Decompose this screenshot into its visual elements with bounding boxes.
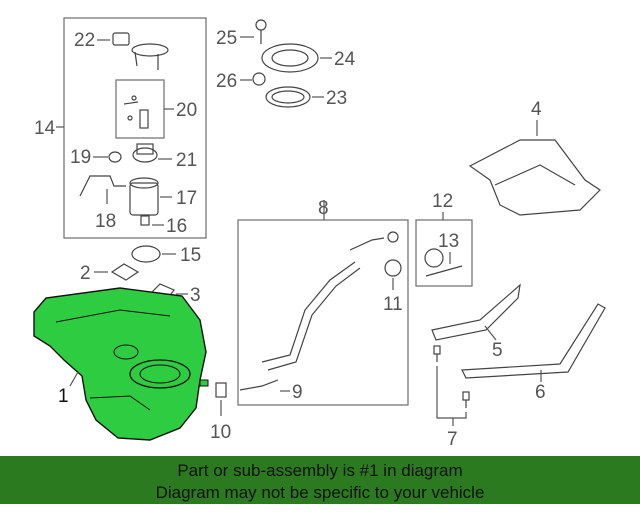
parts-diagram: 14 22 20 19 21 17 18 16 15 [33, 17, 606, 450]
callout-25[interactable]: 25 [216, 28, 237, 49]
part-5[interactable] [431, 283, 521, 341]
part-13[interactable] [424, 248, 463, 277]
part-20[interactable] [123, 95, 149, 129]
box-12 [415, 219, 473, 287]
part-4[interactable] [468, 139, 601, 216]
callout-20[interactable]: 20 [176, 100, 197, 121]
part-15[interactable] [131, 245, 161, 263]
callout-2[interactable]: 2 [80, 263, 91, 284]
callout-11[interactable]: 11 [383, 294, 403, 315]
part-24[interactable] [261, 43, 319, 73]
part-19[interactable] [108, 151, 122, 163]
info-banner: Part or sub-assembly is #1 in diagram Di… [0, 456, 640, 504]
part-16[interactable] [140, 215, 150, 226]
callout-12[interactable]: 12 [432, 191, 453, 212]
part-17[interactable] [129, 177, 159, 216]
callout-18[interactable]: 18 [95, 211, 116, 232]
callout-22[interactable]: 22 [74, 30, 95, 51]
callout-16[interactable]: 16 [166, 216, 187, 237]
callout-14[interactable]: 14 [34, 118, 56, 139]
callout-3[interactable]: 3 [190, 285, 201, 306]
part-pump-bracket[interactable] [131, 43, 169, 70]
callout-19[interactable]: 19 [70, 147, 91, 168]
part-21[interactable] [132, 143, 158, 163]
callout-21[interactable]: 21 [176, 150, 197, 171]
callout-1[interactable]: 1 [58, 386, 69, 407]
part-7-bolt-a[interactable] [433, 345, 441, 362]
part-7-bolt-b[interactable] [462, 391, 470, 408]
part-2[interactable] [110, 263, 140, 281]
box-20 [115, 79, 165, 139]
part-9[interactable] [239, 379, 279, 391]
part-25[interactable] [255, 19, 267, 44]
part-23[interactable] [265, 86, 311, 108]
part-11[interactable] [384, 259, 402, 277]
callout-4[interactable]: 4 [531, 99, 542, 120]
callout-7[interactable]: 7 [447, 429, 458, 450]
part-22[interactable] [112, 32, 130, 46]
callout-17[interactable]: 17 [176, 188, 197, 209]
callout-26[interactable]: 26 [216, 71, 237, 92]
banner-line-2: Diagram may not be specific to your vehi… [155, 483, 485, 502]
callout-24[interactable]: 24 [334, 49, 356, 70]
banner-line-1: Part or sub-assembly is #1 in diagram [177, 461, 463, 480]
callout-15[interactable]: 15 [180, 245, 201, 266]
fuel-tank-shape[interactable] [33, 287, 207, 441]
box-8 [237, 219, 409, 406]
box-14 [63, 17, 207, 239]
part-10[interactable] [215, 382, 227, 398]
callout-6[interactable]: 6 [535, 382, 546, 403]
part-18[interactable] [79, 175, 126, 197]
part-26[interactable] [252, 72, 266, 86]
callout-9[interactable]: 9 [292, 382, 303, 403]
callout-5[interactable]: 5 [492, 340, 503, 361]
callout-23[interactable]: 23 [326, 88, 347, 109]
callout-13[interactable]: 13 [438, 231, 459, 252]
callout-10[interactable]: 10 [210, 422, 231, 443]
part-1-fuel-tank[interactable] [33, 287, 209, 441]
callout-8[interactable]: 8 [318, 198, 329, 219]
part-6[interactable] [461, 303, 606, 379]
part-8[interactable] [261, 231, 399, 371]
